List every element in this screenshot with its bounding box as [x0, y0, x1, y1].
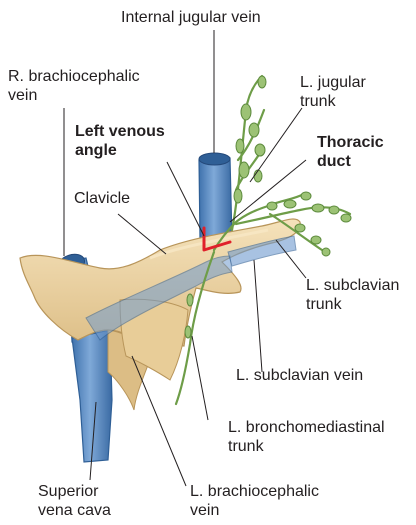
label-internal-jugular-vein: Internal jugular vein: [121, 8, 261, 27]
superior-vena-cava-shape: [72, 330, 112, 462]
label-l-brachiocephalic-vein: L. brachiocephalic vein: [190, 482, 319, 520]
label-clavicle: Clavicle: [74, 189, 130, 208]
label-l-subclavian-vein: L. subclavian vein: [236, 366, 363, 385]
label-r-brachiocephalic-vein: R. brachiocephalic vein: [8, 67, 140, 105]
label-left-venous-angle: Left venous angle: [75, 122, 165, 160]
label-thoracic-duct: Thoracic duct: [317, 133, 384, 171]
label-superior-vena-cava: Superior vena cava: [38, 482, 111, 520]
label-l-jugular-trunk: L. jugular trunk: [300, 73, 366, 111]
label-l-bronchomediastinal-trunk: L. bronchomediastinal trunk: [228, 418, 385, 456]
label-l-subclavian-trunk: L. subclavian trunk: [306, 276, 399, 314]
